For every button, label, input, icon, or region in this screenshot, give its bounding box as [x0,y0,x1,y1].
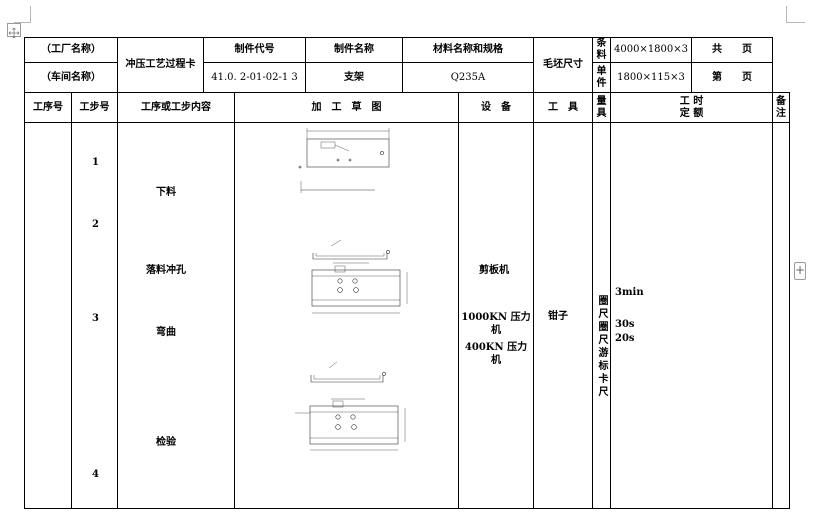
part-code-value[interactable]: 41.0. 2-01-02-1 3 [203,62,306,93]
time-quota-blanking: 3min [615,287,644,298]
single-value[interactable]: 1800×115×3 [610,62,692,93]
strip-label[interactable]: 条料 [592,37,611,63]
hole-mark [298,165,302,169]
bent-part-side-view [312,253,388,260]
tool-cell[interactable]: 钳子 [533,122,593,509]
hole-mark [350,414,356,420]
equipment-press-400kn: 400KN 压力机 [464,342,528,366]
strip-value[interactable]: 4000×1800×3 [610,37,692,63]
table-move-handle-icon[interactable] [7,23,21,39]
col-header-remarks[interactable]: 备 注 [772,92,790,123]
hole-mark [348,158,352,162]
page-corner-mark-top-left [14,6,31,23]
hole-mark [337,278,343,284]
gauge-tape-measure: 圈尺 [598,296,609,320]
col-header-step-no[interactable]: 工步号 [71,92,118,123]
process-sketch-drawing [295,128,408,451]
page-number-cell[interactable]: 第 页 [691,62,773,93]
hole-mark [351,424,357,430]
hole-mark [386,250,390,254]
col-header-tool[interactable]: 工 具 [533,92,593,123]
gauge-tape-measure: 圈尺 [598,322,609,346]
add-column-plus-icon[interactable]: + [794,262,806,280]
total-pages-cell[interactable]: 共 页 [691,37,773,63]
hole-mark [337,287,343,293]
step-number: 2 [92,219,99,230]
part-name-value[interactable]: 支架 [305,62,403,93]
hole-mark [380,151,384,155]
hole-mark [335,424,341,430]
operation-label: 检验 [156,437,176,448]
hole-mark [335,414,341,420]
page-corner-mark-top-right [786,6,805,23]
bent-part-inner-line [313,375,381,380]
leader-line [330,239,342,247]
operation-content-cell[interactable]: 下料 落料冲孔 弯曲 检验 [117,122,235,509]
equipment-shearing-machine: 剪板机 [479,265,509,276]
process-no-cell[interactable] [24,122,72,509]
hole-mark [382,372,386,376]
bent-part-side-view [310,375,384,383]
single-label[interactable]: 单件 [592,62,611,93]
stamping-process-card-table: （工厂名称） 冲压工艺过程卡 制件代号 制件名称 材料名称和规格 毛坯尺寸 条料… [24,37,790,509]
dimension-callout-box [334,265,346,273]
dimension-callout-box [332,400,344,408]
col-header-gauge[interactable]: 量 具 [592,92,611,123]
finished-part-outline [309,405,399,445]
process-sketch-cell[interactable] [234,122,459,509]
hole-mark [353,287,359,293]
dimension-callout-box [320,141,336,149]
gauge-list: 圈尺 圈尺 游标卡尺 [597,295,610,399]
leader-line [334,144,350,152]
hole-mark [352,278,358,284]
material-label[interactable]: 材料名称和规格 [402,37,534,63]
leader-line [328,361,338,369]
time-quota-bending: 20s [615,333,635,344]
remarks-cell[interactable] [772,122,790,509]
material-value[interactable]: Q235A [402,62,534,93]
workshop-name-cell[interactable]: （车间名称） [24,62,118,93]
col-header-equipment[interactable]: 设 备 [458,92,534,123]
operation-label: 落料冲孔 [146,265,186,276]
col-header-time-quota[interactable]: 工 时 定 额 [610,92,773,123]
gauge-cell[interactable]: 圈尺 圈尺 游标卡尺 [592,122,611,509]
col-header-sketch[interactable]: 加 工 草 图 [234,92,459,123]
blank-plate-outline [306,138,390,168]
gauge-vernier-caliper: 游标卡尺 [598,348,609,398]
card-title-cell[interactable]: 冲压工艺过程卡 [117,37,204,93]
time-quota-cell[interactable]: 3min 30s 20s [610,122,773,509]
blanked-part-outline [311,269,401,307]
part-code-label[interactable]: 制件代号 [203,37,306,63]
tool-pliers: 钳子 [548,311,568,322]
step-no-cell[interactable]: 1 2 3 4 [71,122,118,509]
col-header-content[interactable]: 工序或工步内容 [117,92,235,123]
equipment-cell[interactable]: 剪板机 1000KN 压力机 400KN 压力机 [458,122,534,509]
step-number: 3 [92,313,99,324]
equipment-press-1000kn: 1000KN 压力机 [461,312,531,336]
hole-mark [336,158,340,162]
step-number: 4 [92,469,99,480]
step-number: 1 [92,157,99,168]
operation-label: 弯曲 [156,327,176,338]
blank-size-label[interactable]: 毛坯尺寸 [533,37,593,93]
time-quota-punching: 30s [615,319,635,330]
factory-name-cell[interactable]: （工厂名称） [24,37,118,63]
part-name-label[interactable]: 制件名称 [305,37,403,63]
operation-label: 下料 [156,187,176,198]
bent-part-inner-line [315,253,385,257]
col-header-process-no[interactable]: 工序号 [24,92,72,123]
